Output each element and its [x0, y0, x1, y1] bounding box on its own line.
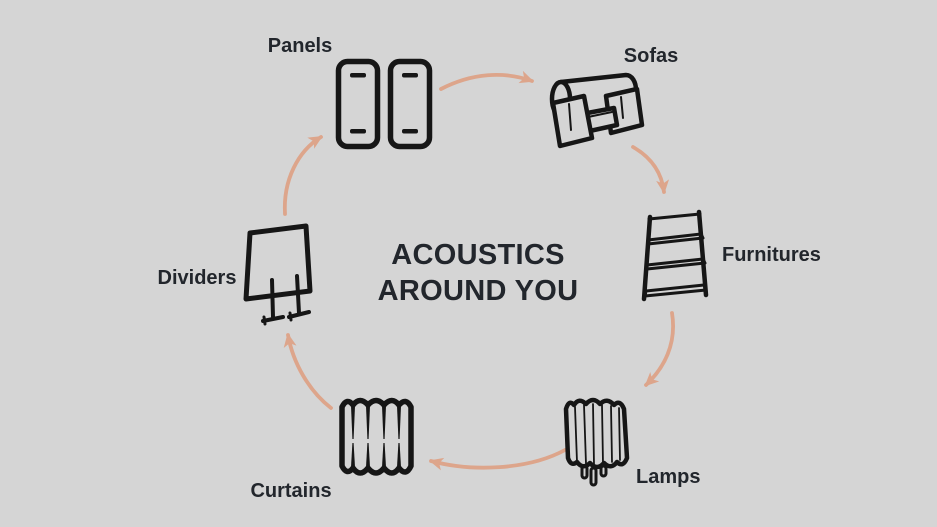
arrow-sofas-to-furnitures	[631, 145, 670, 194]
arrow-dividers-to-panels	[283, 135, 323, 216]
lamps-label: Lamps	[636, 466, 701, 488]
title-line-2: AROUND YOU	[377, 275, 579, 307]
divider-icon	[242, 220, 318, 328]
dividers-label: Dividers	[157, 267, 237, 289]
arrow-lamps-to-curtains	[429, 448, 567, 471]
lamp-icon	[558, 392, 632, 488]
furniture-shelf-icon	[640, 206, 712, 306]
curtain-icon	[338, 393, 415, 481]
sofas-label: Sofas	[623, 45, 679, 67]
arrow-curtains-to-dividers	[283, 333, 333, 410]
panels-label: Panels	[267, 35, 333, 57]
arrow-furnitures-to-lamps	[644, 311, 675, 387]
curtains-label: Curtains	[250, 480, 332, 502]
page-title: ACOUSTICS AROUND YOU	[328, 237, 628, 309]
panels-icon	[335, 58, 433, 150]
arrow-panels-to-sofas	[439, 70, 534, 91]
sofa-icon	[548, 70, 648, 150]
furnitures-label: Furnitures	[722, 244, 821, 266]
title-line-1: ACOUSTICS	[391, 239, 565, 271]
